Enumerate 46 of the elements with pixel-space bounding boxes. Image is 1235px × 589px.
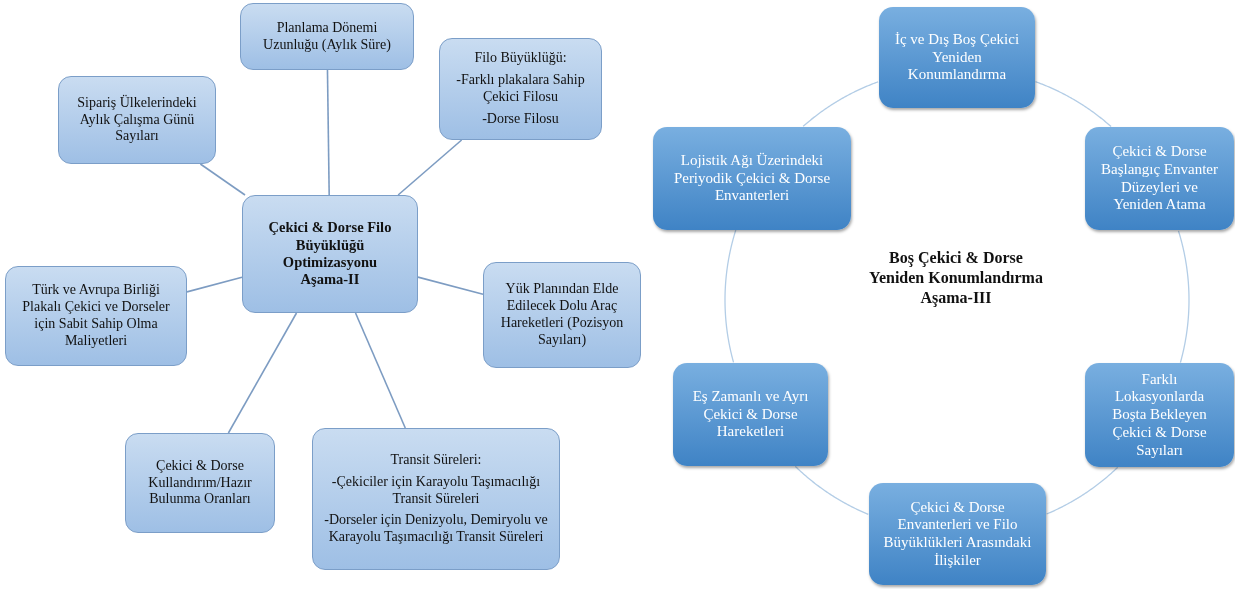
node-text: Çekici & Dorse Envanterleri ve Filo Büyüklükleri Arasındaki İlişkiler xyxy=(882,498,1033,570)
node-text: Çekici & Dorse Kullandırım/Hazır Bulunma Oranları xyxy=(147,457,253,509)
connector-line xyxy=(1177,230,1190,364)
connector-line xyxy=(354,312,407,429)
connector-line xyxy=(397,139,463,196)
topic-box xyxy=(439,38,602,140)
connector-line xyxy=(1034,81,1112,128)
node-text: Sipariş Ülkelerindeki Aylık Çalışma Günü Sayıları xyxy=(76,94,198,146)
node-text: Çekici & Dorse Başlangıç Envanter Düzeyleri ve Yeniden Atama xyxy=(1099,143,1219,214)
node-text: -Çekiciler için Karayolu Taşımacılığı Transit Süreleri xyxy=(330,473,542,508)
connector-line xyxy=(1046,466,1119,515)
topic-box xyxy=(312,428,560,570)
node-text: Farklı Lokasyonlarda Boşta Bekleyen Çekici & Dorse Sayıları xyxy=(1111,370,1208,460)
node-text: Filo Büyüklüğü: xyxy=(474,50,567,68)
node-text: Türk ve Avrupa Birliği Plakalı Çekici ve Dorseler için Sabit Sahip Olma Maliyetleri xyxy=(21,282,171,350)
connector-line xyxy=(186,276,243,293)
topic-box xyxy=(240,3,414,70)
node-text: Eş Zamanlı ve Ayrı Çekici & Dorse Hareketleri xyxy=(691,387,810,442)
topic-box xyxy=(483,262,641,368)
connector-line xyxy=(199,163,246,196)
cycle-step-box xyxy=(653,127,851,230)
node-text: -Dorseler için Denizyolu, Demiryolu ve Karayolu Taşımacılığı Transit Süreleri xyxy=(323,512,549,546)
connector-line xyxy=(724,229,737,363)
topic-box xyxy=(5,266,187,366)
node-text: İç ve Dış Boş Çekici Yeniden Konumlandırma xyxy=(893,30,1021,85)
node-text: -Dorse Filosu xyxy=(482,110,559,128)
node-text: Transit Süreleri: xyxy=(390,452,482,469)
connector-line xyxy=(794,465,869,515)
cycle-step-box xyxy=(869,483,1046,585)
node-text: -Farklı plakalara Sahip Çekici Filosu xyxy=(455,72,586,106)
connector-line xyxy=(326,69,330,196)
topic-box xyxy=(125,433,275,533)
cycle-step-box xyxy=(879,7,1035,108)
connector-line xyxy=(802,81,879,127)
node-text: Lojistik Ağı Üzerindeki Periyodik Çekici & Dorse Envanterleri xyxy=(672,151,832,206)
node-text: Planlama Dönemi Uzunluğu (Aylık Süre) xyxy=(262,19,392,54)
cycle-title: Boş Çekici & Dorse Yeniden Konumlandırma Aşama-III xyxy=(868,248,1044,308)
cycle-step-box xyxy=(1085,363,1234,467)
cycle-step-box xyxy=(1085,127,1234,230)
topic-box xyxy=(58,76,216,164)
cycle-step-box xyxy=(673,363,828,466)
node-text: Çekici & Dorse Filo Büyüklüğü Optimizasyonu Aşama-II xyxy=(267,219,393,289)
connector-line xyxy=(417,276,484,296)
central-topic-box xyxy=(242,195,418,313)
node-text: Yük Planından Elde Edilecek Dolu Araç Hareketleri (Pozisyon Sayıları) xyxy=(499,281,625,349)
connector-line xyxy=(227,312,298,434)
